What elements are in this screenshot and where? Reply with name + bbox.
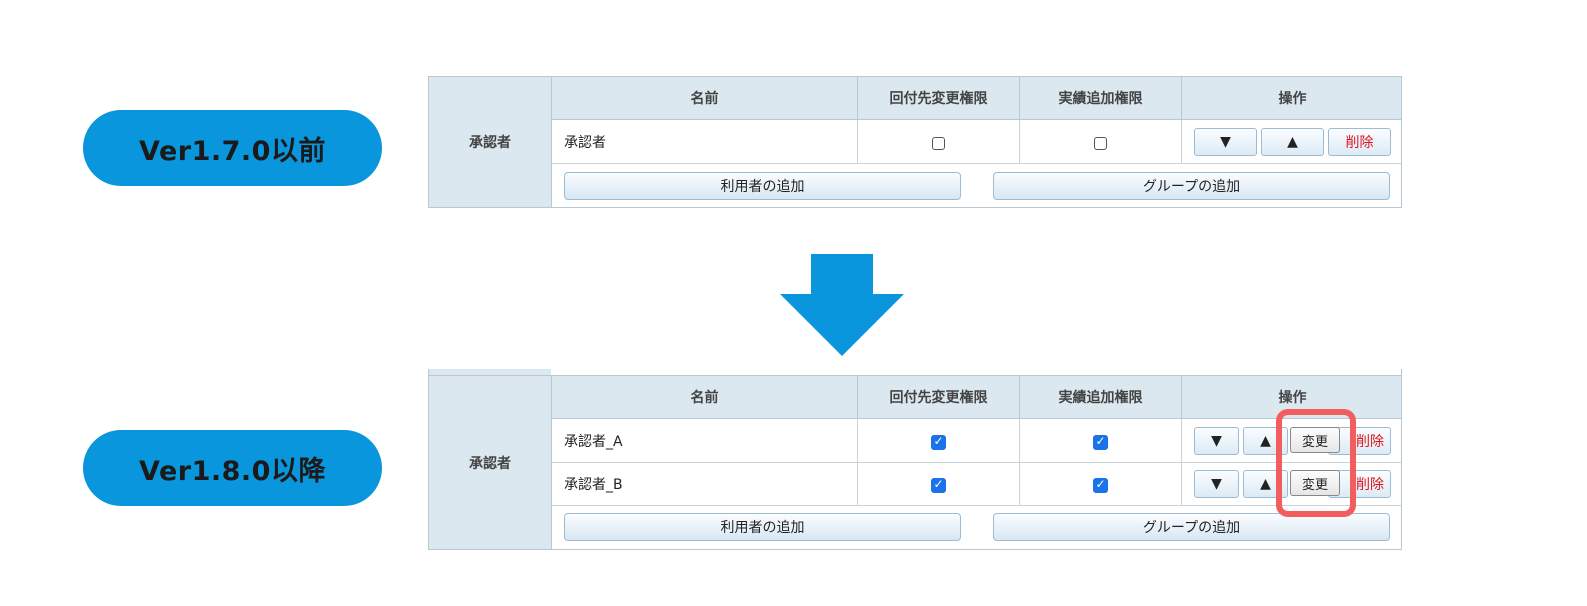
version-label-before: Ver1.7.0以前 xyxy=(83,110,382,186)
row-name: 承認者_B xyxy=(552,462,858,505)
row-name: 承認者_A xyxy=(552,419,858,462)
route-perm-checkbox[interactable] xyxy=(932,137,945,150)
approver-table-before: 承認者 名前 回付先変更権限 実績追加権限 操作 承認者 ▼ ▲ 削除 利用者の… xyxy=(428,76,1402,208)
move-down-button[interactable]: ▼ xyxy=(1194,128,1257,156)
result-perm-checkbox[interactable] xyxy=(1094,137,1107,150)
add-group-button[interactable]: グループの追加 xyxy=(993,513,1390,541)
header-ops: 操作 xyxy=(1278,390,1307,406)
header-route-perm: 回付先変更権限 xyxy=(858,376,1020,418)
add-group-button[interactable]: グループの追加 xyxy=(993,172,1390,200)
side-label: 承認者 xyxy=(429,376,552,549)
table-row: 承認者_B ✓ ✓ ▼ ▲ 削除 変更 xyxy=(552,462,1401,506)
route-perm-checkbox[interactable]: ✓ xyxy=(931,478,946,493)
version-label-after: Ver1.8.0以降 xyxy=(83,430,382,506)
table-header: 名前 回付先変更権限 実績追加権限 操作 xyxy=(552,77,1401,120)
change-button[interactable]: 変更 xyxy=(1290,427,1340,453)
add-user-button[interactable]: 利用者の追加 xyxy=(564,172,961,200)
table-row: 承認者 ▼ ▲ 削除 xyxy=(552,120,1401,164)
header-name: 名前 xyxy=(552,376,858,418)
header-result-perm: 実績追加権限 xyxy=(1020,77,1182,119)
result-perm-checkbox[interactable]: ✓ xyxy=(1093,435,1108,450)
approver-table-after: 承認者 名前 回付先変更権限 実績追加権限 操作 承認者_A ✓ ✓ ▼ ▲ 削… xyxy=(428,369,1402,550)
header-result-perm: 実績追加権限 xyxy=(1020,376,1182,418)
table-row: 承認者_A ✓ ✓ ▼ ▲ 削除 変更 xyxy=(552,419,1401,463)
header-ops: 操作 xyxy=(1278,91,1307,107)
result-perm-checkbox[interactable]: ✓ xyxy=(1093,478,1108,493)
route-perm-checkbox[interactable]: ✓ xyxy=(931,435,946,450)
move-down-button[interactable]: ▼ xyxy=(1194,427,1239,455)
header-name: 名前 xyxy=(552,77,858,119)
add-user-button[interactable]: 利用者の追加 xyxy=(564,513,961,541)
header-route-perm: 回付先変更権限 xyxy=(858,77,1020,119)
change-button[interactable]: 変更 xyxy=(1290,470,1340,496)
table-header: 名前 回付先変更権限 実績追加権限 操作 xyxy=(552,376,1401,419)
move-up-button[interactable]: ▲ xyxy=(1261,128,1324,156)
row-name: 承認者 xyxy=(552,120,858,163)
highlight-box xyxy=(1276,409,1356,517)
move-down-button[interactable]: ▼ xyxy=(1194,470,1239,498)
delete-button[interactable]: 削除 xyxy=(1328,128,1391,156)
down-arrow-icon xyxy=(780,254,904,356)
side-label: 承認者 xyxy=(429,77,552,207)
